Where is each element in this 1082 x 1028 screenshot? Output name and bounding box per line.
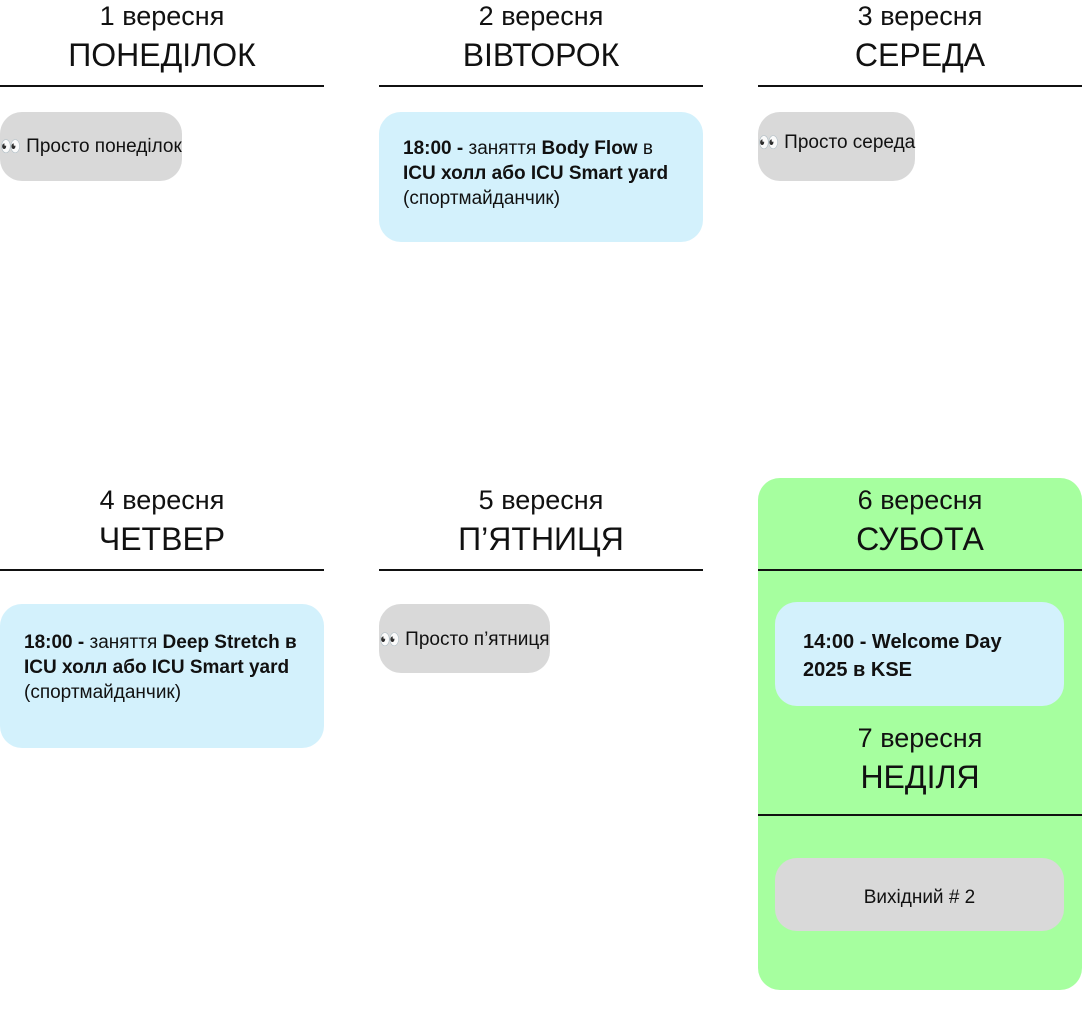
- weekday-label: СУБОТА: [856, 521, 984, 557]
- date-label: 2 вересня: [478, 1, 604, 31]
- date-label: 1 вересня: [99, 1, 225, 31]
- note-card[interactable]: 👀 Просто понеділок: [0, 112, 182, 181]
- event-time: 18:00: [403, 138, 452, 159]
- date-label: 7 вересня: [857, 723, 983, 753]
- date-label: 6 вересня: [857, 485, 983, 515]
- eyes-icon: 👀: [379, 630, 400, 649]
- divider: [758, 569, 1082, 571]
- note-text: Просто середа: [784, 132, 916, 153]
- date-label: 3 вересня: [857, 1, 983, 31]
- note-text: Вихідний # 2: [863, 887, 976, 908]
- divider: [379, 569, 703, 571]
- note-text: Просто понеділок: [26, 136, 182, 157]
- date-label: 5 вересня: [478, 485, 604, 515]
- day-saturday-sunday: 6 вересня СУБОТА 14:00 - Welcome Day 202…: [758, 484, 1082, 990]
- eyes-icon: 👀: [0, 137, 21, 156]
- event-title: Body Flow: [541, 138, 638, 159]
- event-card[interactable]: 18:00 - заняття Body Flow в ICU холл або…: [379, 112, 703, 242]
- note-card[interactable]: 👀 Просто п’ятниця: [379, 604, 550, 673]
- event-place: ICU холл або ICU Smart yard: [403, 163, 669, 184]
- note-text: Просто п’ятниця: [405, 629, 550, 650]
- weekday-label: ВІВТОРОК: [462, 37, 620, 73]
- divider: [0, 85, 324, 87]
- divider: [758, 814, 1082, 816]
- event-time: 18:00: [24, 632, 73, 653]
- note-card[interactable]: Вихідний # 2: [775, 858, 1064, 931]
- weekday-label: ЧЕТВЕР: [98, 521, 226, 557]
- date-label: 4 вересня: [99, 485, 225, 515]
- divider: [379, 85, 703, 87]
- weekday-label: ПОНЕДІЛОК: [68, 37, 256, 73]
- weekday-label: НЕДІЛЯ: [860, 759, 980, 795]
- note-card[interactable]: 👀 Просто середа: [758, 112, 916, 181]
- event-card[interactable]: 18:00 - заняття Deep Stretch в ICU холл …: [0, 604, 324, 748]
- event-title: Deep Stretch в ICU холл або ICU Smart ya…: [24, 632, 297, 678]
- event-card[interactable]: 14:00 - Welcome Day 2025 в KSE: [775, 602, 1064, 706]
- eyes-icon: 👀: [758, 133, 779, 152]
- event-text: 14:00 - Welcome Day 2025 в KSE: [803, 631, 1002, 681]
- divider: [0, 569, 324, 571]
- weekday-label: П’ЯТНИЦЯ: [458, 521, 624, 557]
- divider: [758, 85, 1082, 87]
- weekday-label: СЕРЕДА: [854, 37, 986, 73]
